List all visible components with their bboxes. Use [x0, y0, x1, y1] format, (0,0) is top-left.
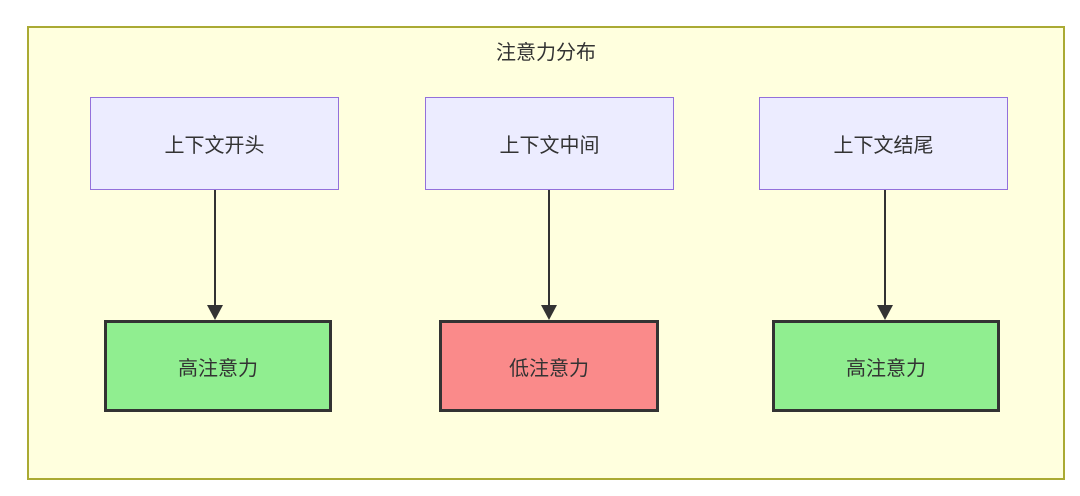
high-attention-node-left: 高注意力: [104, 320, 332, 412]
high-attention-label-left: 高注意力: [178, 357, 258, 380]
context-end-label: 上下文结尾: [833, 135, 934, 157]
arrow-shaft: [548, 190, 550, 306]
context-middle-node: 上下文中间: [425, 97, 674, 190]
low-attention-label: 低注意力: [509, 357, 589, 380]
context-start-label: 上下文开头: [164, 135, 265, 157]
arrow-end-to-high: [877, 190, 893, 320]
arrow-start-to-high: [207, 190, 223, 320]
cluster-title: 注意力分布: [496, 42, 596, 64]
context-end-node: 上下文结尾: [759, 97, 1008, 190]
arrow-middle-to-low: [541, 190, 557, 320]
arrow-shaft: [214, 190, 216, 306]
attention-distribution-cluster: 注意力分布 上下文开头 上下文中间 上下文结尾 高注意力 低注意力: [27, 26, 1065, 480]
arrowhead-down-icon: [877, 305, 893, 320]
low-attention-node: 低注意力: [439, 320, 659, 412]
arrowhead-down-icon: [207, 305, 223, 320]
context-start-node: 上下文开头: [90, 97, 339, 190]
high-attention-node-right: 高注意力: [772, 320, 1000, 412]
high-attention-label-right: 高注意力: [846, 357, 926, 380]
context-middle-label: 上下文中间: [499, 135, 600, 157]
arrow-shaft: [884, 190, 886, 306]
arrowhead-down-icon: [541, 305, 557, 320]
